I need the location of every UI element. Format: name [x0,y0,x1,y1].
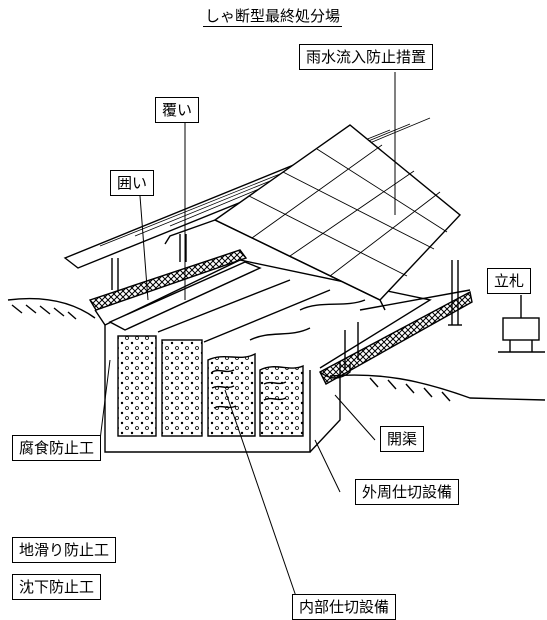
cell-2 [161,339,203,437]
ground-right [329,374,546,402]
label-rain-prevention: 雨水流入防止措置 [299,44,434,70]
cell-1 [117,335,157,437]
label-subsidence-prevention: 沈下防止工 [12,574,102,600]
roof-front-slope [164,124,462,311]
leader-lines [99,72,396,609]
label-enclosure: 囲い [110,170,155,196]
outer-container [94,259,432,453]
label-inner-partition: 内部仕切設備 [292,594,397,620]
cell-4 [259,364,304,437]
label-open-channel: 開渠 [380,426,425,452]
diagram-title: しゃ断型最終処分場 [203,7,343,27]
label-outer-partition: 外周仕切設備 [355,479,460,505]
enclosure-fence [88,249,473,385]
label-signboard: 立札 [487,268,532,294]
label-landslide-prevention: 地滑り防止工 [12,537,117,563]
signboard-icon [498,295,545,353]
cell-3 [207,352,256,437]
open-channel [319,322,359,379]
roof-posts [111,234,462,326]
ground-left [7,297,96,320]
label-corrosion-prevention: 腐食防止工 [12,435,102,461]
label-cover: 覆い [155,97,200,123]
